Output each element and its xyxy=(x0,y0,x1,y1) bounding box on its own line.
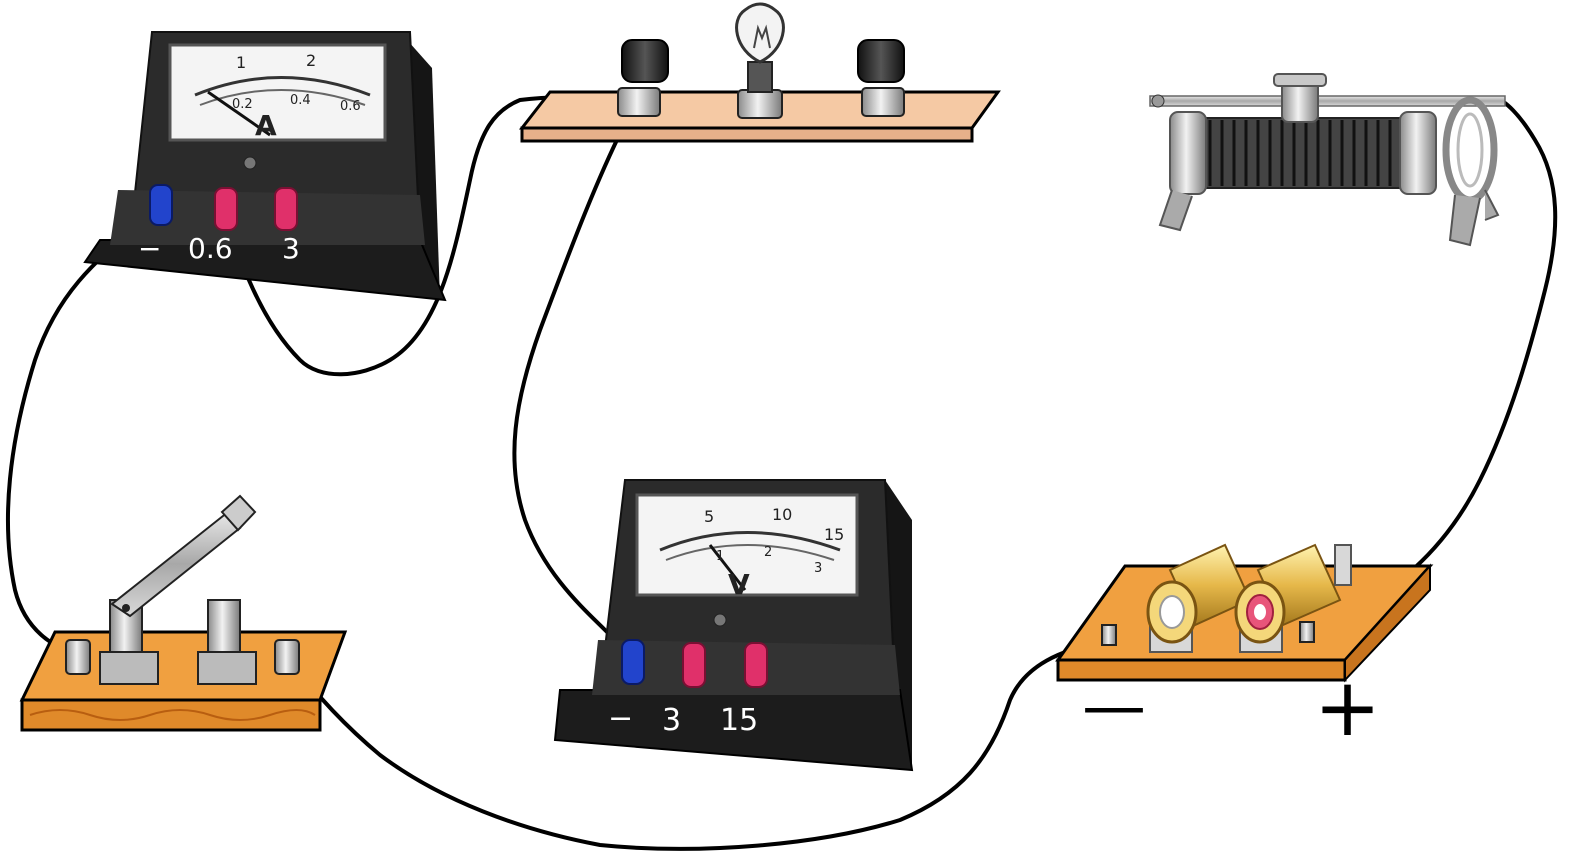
battery-negative-sign: — xyxy=(1082,670,1146,744)
switch-handle xyxy=(220,494,257,532)
ammeter-scale-label-0.2: 0.2 xyxy=(232,97,253,112)
rheostat-left-screw xyxy=(1151,94,1165,108)
battery-positive-sign: + xyxy=(1314,661,1381,754)
lamp-board-front xyxy=(520,126,974,143)
ammeter-symbol: A xyxy=(255,109,277,142)
switch-left-terminal xyxy=(65,639,91,675)
voltmeter-terminal-label-negative: − xyxy=(608,701,633,736)
lamp-terminal-left xyxy=(617,39,669,117)
wire-ammeter-to-switch xyxy=(5,208,162,654)
ammeter-terminal-negative xyxy=(149,184,173,226)
switch-contact-base xyxy=(197,651,257,685)
ammeter-terminal-label-0.6: 0.6 xyxy=(188,232,233,265)
knife-switch xyxy=(19,494,348,732)
ammeter-needle xyxy=(207,90,271,137)
ammeter-zero-adjust-screw xyxy=(243,156,257,170)
ammeter-scale-label-2: 2 xyxy=(306,51,316,70)
voltmeter-scale-arc xyxy=(659,531,841,552)
voltmeter-scale-label-3: 3 xyxy=(814,561,822,576)
voltmeter-scale-label-5: 5 xyxy=(704,507,714,526)
ammeter-scale-label-0.6: 0.6 xyxy=(340,99,361,114)
voltmeter-terminal-label-15: 15 xyxy=(720,703,758,738)
rheostat-left-end xyxy=(1169,111,1207,195)
ammeter-terminal-strip xyxy=(110,190,425,245)
switch-wood-grain xyxy=(29,709,316,721)
voltmeter: 5 10 15 1 2 3 V − 3 15 xyxy=(553,479,914,772)
rheostat-right-leg-2 xyxy=(1484,189,1500,221)
battery-positive-terminal xyxy=(1299,621,1315,643)
voltmeter-scale-arc-inner xyxy=(665,544,835,561)
rheostat-left-leg xyxy=(1158,189,1193,232)
rheostat-top-rod xyxy=(1149,95,1506,107)
switch-pivot-base xyxy=(99,651,159,685)
ammeter-terminal-label-negative: − xyxy=(138,232,161,265)
rheostat-right-leg xyxy=(1448,194,1481,247)
rheostat-right-end xyxy=(1399,111,1437,195)
ammeter-scale-label-1: 1 xyxy=(236,53,246,72)
battery-cell-2 xyxy=(1234,543,1342,644)
wire-switch-to-battery xyxy=(288,638,1110,851)
voltmeter-terminal-3 xyxy=(682,642,706,688)
wire-lamp-to-voltmeter xyxy=(512,108,652,667)
lamp-board xyxy=(518,2,1001,143)
rheostat-right-ring-inner xyxy=(1456,112,1484,188)
wire-battery-to-rheostat xyxy=(1328,96,1558,630)
battery-cell-1 xyxy=(1146,543,1252,644)
voltmeter-symbol: V xyxy=(728,568,750,601)
ammeter-dial-face xyxy=(168,43,387,142)
ammeter-scale-label-0.4: 0.4 xyxy=(290,93,311,108)
switch-base-front xyxy=(20,698,322,732)
rheostat-slider xyxy=(1273,73,1327,123)
rheostat-coil-windings xyxy=(1208,120,1392,186)
light-bulb-icon xyxy=(735,2,785,119)
ammeter-terminal-0.6 xyxy=(214,187,238,231)
battery-holder: — + xyxy=(1055,543,1434,754)
switch-pivot-screw xyxy=(122,604,130,612)
ammeter-scale-arc xyxy=(194,76,371,97)
wires xyxy=(5,95,1558,851)
voltmeter-scale-label-1: 1 xyxy=(716,549,724,564)
voltmeter-terminal-label-3: 3 xyxy=(662,703,681,738)
voltmeter-terminal-15 xyxy=(744,642,768,688)
switch-right-terminal xyxy=(274,639,300,675)
battery-base-side xyxy=(1344,563,1431,683)
ammeter-terminal-label-3: 3 xyxy=(282,232,300,265)
battery-negative-terminal xyxy=(1101,624,1117,646)
voltmeter-needle xyxy=(708,544,747,591)
voltmeter-scale-label-10: 10 xyxy=(772,505,792,524)
rheostat xyxy=(1149,73,1506,247)
voltmeter-scale-label-2: 2 xyxy=(764,545,772,560)
ammeter: 1 2 0.2 0.4 0.6 A − 0.6 3 xyxy=(83,31,447,302)
battery-clip-back xyxy=(1334,544,1352,586)
rheostat-coil xyxy=(1184,117,1416,189)
voltmeter-terminal-negative xyxy=(621,639,645,685)
ammeter-terminal-3 xyxy=(274,187,298,231)
lamp-terminal-right xyxy=(857,39,905,117)
voltmeter-zero-adjust-screw xyxy=(713,613,727,627)
voltmeter-scale-label-15: 15 xyxy=(824,525,844,544)
